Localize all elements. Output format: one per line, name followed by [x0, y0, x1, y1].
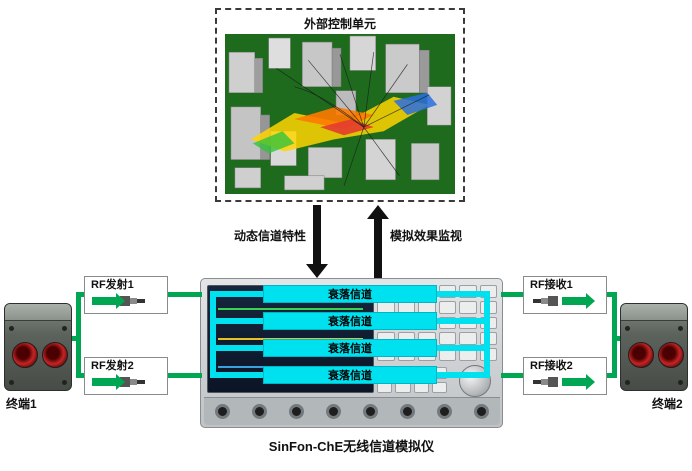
red-connector-icon [12, 342, 38, 368]
rf-plug-icon [533, 296, 558, 306]
rf-tx2-label: RF发射2 [91, 360, 134, 372]
rf-connector-icon [252, 404, 267, 419]
channel-link-line [210, 291, 263, 297]
signal-arrow-icon [562, 374, 595, 390]
rf-plug-icon [533, 377, 558, 387]
downlink-label: 动态信道特性 [233, 229, 306, 243]
green-link-line [68, 336, 78, 341]
fading-channel-3: 衰落信道 [263, 339, 437, 357]
downlink-arrowhead-icon [306, 264, 328, 278]
terminal-2-label: 终端2 [652, 397, 683, 411]
uplink-arrow-shaft [374, 219, 382, 278]
green-link-line [166, 373, 202, 378]
uplink-arrow [367, 205, 389, 278]
uplink-arrowhead-icon [367, 205, 389, 219]
downlink-arrow-shaft [313, 205, 321, 264]
green-link-line [76, 292, 81, 378]
terminal-top-panel [621, 304, 687, 321]
channel-link-line [210, 345, 263, 351]
rf-rx2-label: RF接收2 [530, 360, 573, 372]
fading-channel-2: 衰落信道 [263, 312, 437, 330]
rf-connector-icon [400, 404, 415, 419]
external-control-unit-box: 外部控制单元 [215, 8, 465, 202]
channel-link-line [210, 372, 263, 378]
channel-link-line [210, 291, 216, 378]
rf-tx1-port-box: RF发射1 [84, 276, 168, 314]
green-link-line [606, 373, 617, 378]
channel-link-line [437, 291, 490, 297]
green-link-line [76, 292, 85, 297]
green-link-line [614, 336, 624, 341]
channel-link-line [437, 318, 490, 324]
red-connector-icon [658, 342, 684, 368]
city-simulation-image [225, 34, 455, 194]
green-link-line [501, 292, 523, 297]
emulator-caption: SinFon-ChE无线信道模拟仪 [268, 439, 435, 454]
green-link-line [606, 292, 617, 297]
terminal-1-device [4, 303, 72, 391]
rf-connector-icon [437, 404, 452, 419]
channel-link-line [210, 318, 263, 324]
red-connector-icon [628, 342, 654, 368]
terminal-top-panel [5, 304, 71, 321]
rf-plug-icon [120, 296, 145, 306]
red-connector-icon [42, 342, 68, 368]
green-link-line [501, 373, 523, 378]
rf-connector-icon [289, 404, 304, 419]
rf-connector-icon [363, 404, 378, 419]
rf-tx1-label: RF发射1 [91, 279, 134, 291]
fading-channel-1: 衰落信道 [263, 285, 437, 303]
signal-arrow-icon [92, 374, 125, 390]
green-link-line [76, 373, 85, 378]
channel-link-line [484, 291, 490, 378]
green-link-line [166, 292, 202, 297]
rf-connector-icon [215, 404, 230, 419]
terminal-2-device [620, 303, 688, 391]
rf-tx2-port-box: RF发射2 [84, 357, 168, 395]
signal-arrow-icon [562, 293, 595, 309]
screen-trace [217, 308, 364, 310]
channel-link-line [437, 372, 490, 378]
control-unit-title: 外部控制单元 [303, 17, 376, 31]
signal-arrow-icon [92, 293, 125, 309]
connector-strip [204, 397, 500, 425]
rf-connector-icon [326, 404, 341, 419]
downlink-arrow [306, 205, 328, 278]
terminal-1-label: 终端1 [6, 397, 37, 411]
rf-plug-icon [120, 377, 145, 387]
green-link-line [612, 292, 617, 378]
uplink-label: 模拟效果监视 [390, 229, 463, 243]
rf-rx1-label: RF接收1 [530, 279, 573, 291]
channel-link-line [437, 345, 490, 351]
rotary-knob [459, 365, 491, 397]
rf-connector-icon [474, 404, 489, 419]
rf-rx1-port-box: RF接收1 [523, 276, 607, 314]
rf-rx2-port-box: RF接收2 [523, 357, 607, 395]
fading-channel-4: 衰落信道 [263, 366, 437, 384]
